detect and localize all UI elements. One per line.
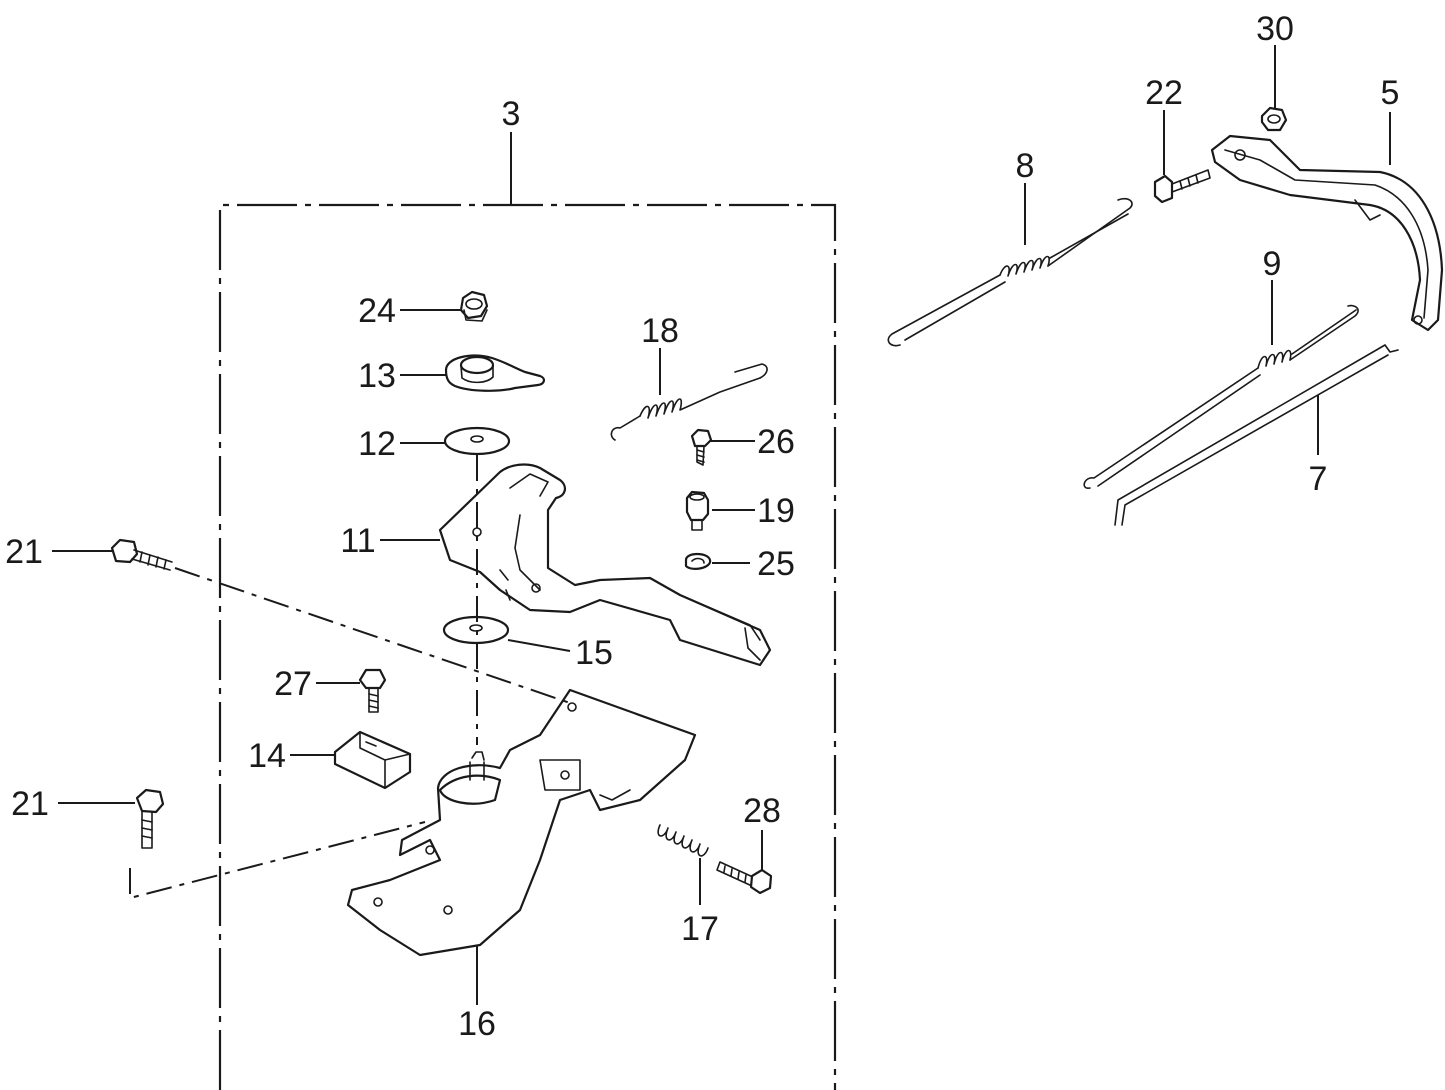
part-17-spring (657, 824, 709, 905)
callout-14: 14 (248, 737, 286, 775)
callout-17: 17 (681, 910, 719, 948)
callout-18: 18 (641, 312, 679, 350)
callout-3: 3 (502, 95, 521, 133)
assembly-frame-3 (218, 132, 837, 1090)
callout-15: 15 (575, 634, 613, 672)
callout-7: 7 (1309, 460, 1328, 498)
callout-22: 22 (1145, 74, 1183, 112)
part-11-lever-plate (380, 463, 772, 667)
part-24-nut (400, 290, 489, 322)
part-27-bolt (316, 668, 387, 713)
callout-12: 12 (358, 425, 396, 463)
part-15-washer (442, 615, 571, 652)
part-9-spring-rod (1083, 280, 1359, 489)
part-28-bolt (716, 830, 773, 895)
part-13-lever-cap (400, 354, 545, 392)
alignment-dash-lines (129, 567, 571, 900)
callout-30: 30 (1256, 10, 1294, 48)
part-21-bolt-upper (52, 538, 173, 571)
part-30-nut (1260, 45, 1288, 132)
callout-27: 27 (274, 665, 312, 703)
callout-21-lower: 21 (11, 785, 49, 823)
callout-19: 19 (757, 492, 795, 530)
callout-13: 13 (358, 357, 396, 395)
part-5-handle-lever (1210, 112, 1444, 332)
callout-11: 11 (340, 522, 375, 560)
part-16-base-plate (346, 688, 697, 1005)
part-26-bolt (690, 428, 755, 466)
part-25-clip (684, 552, 750, 570)
part-22-bolt (1153, 110, 1211, 204)
callout-21-upper: 21 (5, 533, 43, 571)
part-21-bolt-lower (58, 788, 165, 849)
callout-26: 26 (757, 423, 795, 461)
part-12-washer (400, 426, 511, 456)
callout-25: 25 (757, 545, 795, 583)
part-7-rod (1114, 344, 1399, 526)
part-8-spring-rod (887, 183, 1133, 347)
callout-labels: 3 30 22 5 8 9 7 24 13 12 18 26 19 25 11 … (5, 10, 1399, 1043)
callout-28: 28 (743, 792, 781, 830)
part-18-spring (610, 348, 768, 441)
part-19-stud (685, 490, 755, 531)
callout-5: 5 (1381, 74, 1400, 112)
callout-9: 9 (1263, 245, 1282, 283)
callout-24: 24 (358, 292, 396, 330)
callout-8: 8 (1016, 147, 1035, 185)
callout-16: 16 (458, 1005, 496, 1043)
part-14-clip (290, 730, 412, 790)
